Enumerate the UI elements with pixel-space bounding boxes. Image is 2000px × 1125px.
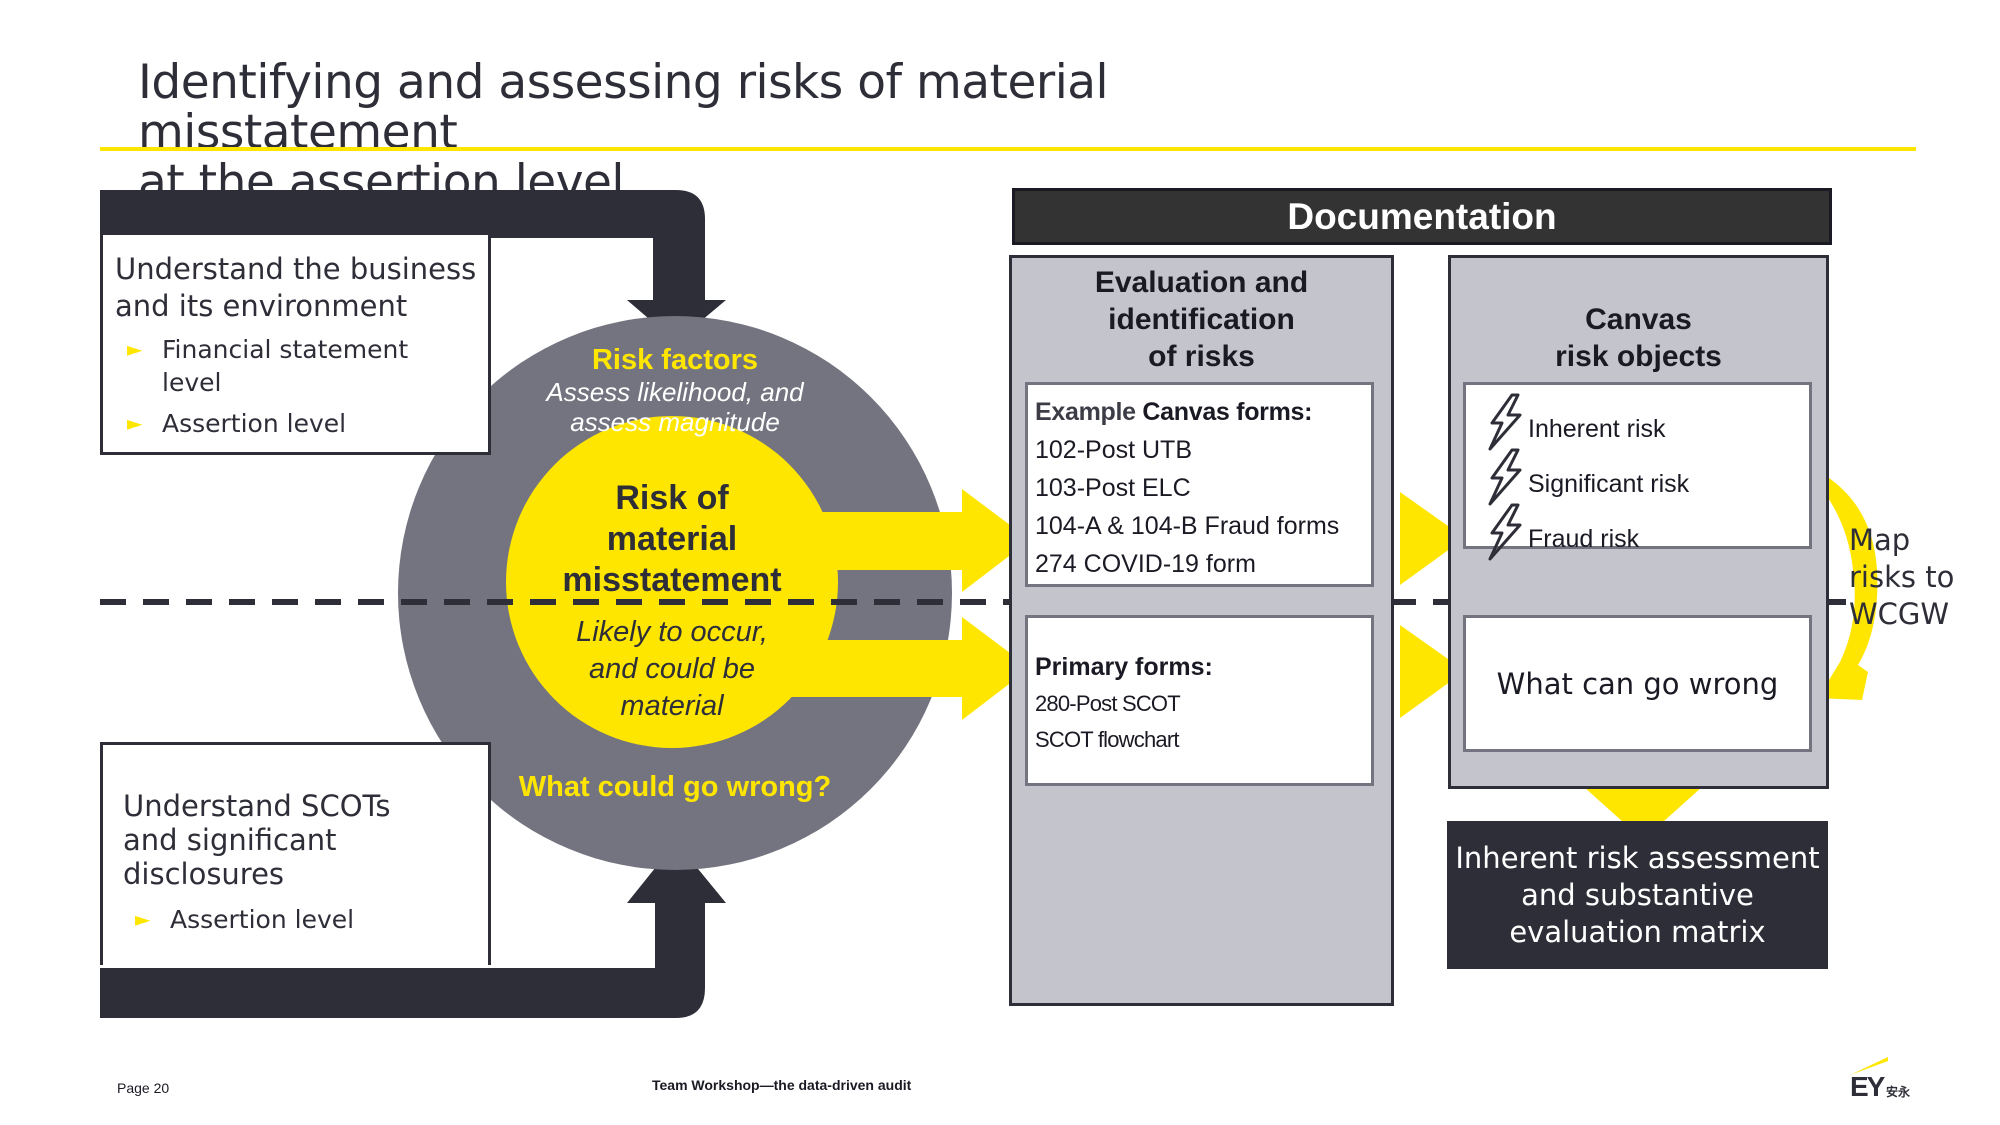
risk-of-misstatement-circle (506, 416, 838, 748)
logo-beam-icon (1850, 1057, 1888, 1075)
understand-scots-box: Understand SCOTs and significant disclos… (100, 742, 491, 965)
list-item: 280-Post SCOT (1035, 691, 1181, 716)
lightning-bolt-icon (1488, 393, 1522, 451)
center-line3: misstatement (562, 561, 782, 599)
significant-risk-label: Significant risk (1528, 470, 1690, 498)
risk-factors-line2: assess magnitude (570, 407, 780, 437)
fraud-risk-label: Fraud risk (1528, 525, 1640, 553)
bottom-flow-arrow (100, 842, 726, 1018)
list-item: 102-Post UTB (1035, 436, 1193, 464)
evaluation-column: Evaluation and identification of risks E… (1009, 255, 1394, 1006)
center-sub-line2: and could be (588, 653, 756, 685)
what-could-go-wrong-label: What could go wrong? (518, 771, 832, 803)
understand-scots-title-line2: and significant (123, 823, 337, 857)
ey-logo: EY 安永 (1848, 1055, 1918, 1103)
inherent-risk-label: Inherent risk (1528, 415, 1666, 443)
primary-forms-heading: Primary forms: (1035, 653, 1213, 681)
lightning-bolts (1488, 393, 1522, 561)
logo-cjk-text: 安永 (1886, 1085, 1911, 1099)
lightning-bolt-icon (1488, 448, 1522, 506)
lightning-bolt-icon (1488, 503, 1522, 561)
what-can-go-wrong-label: What can go wrong (1496, 666, 1779, 701)
list-item: ►Assertion level (135, 905, 355, 934)
understand-scots-list: ►Assertion level (123, 903, 488, 936)
list-item: 104-A & 104-B Fraud forms (1035, 512, 1340, 540)
example-forms-box: Example Canvas forms: 102-Post UTB 103-P… (1025, 382, 1374, 587)
understand-business-title-line2: and its environment (115, 289, 408, 323)
page-title: Identifying and assessing risks of mater… (138, 58, 1438, 208)
center-line1: Risk of (615, 479, 729, 517)
chevron-lower-icon (1400, 625, 1465, 718)
risk-factors-line1: Assess likelihood, and (546, 377, 804, 407)
logo-text: EY (1850, 1071, 1885, 1102)
understand-scots-title-line1: Understand SCOTs (123, 789, 391, 823)
footer-center-text: Team Workshop—the data-driven audit (652, 1077, 912, 1093)
understand-scots-title-line3: disclosures (123, 857, 285, 891)
evaluation-column-title: Evaluation and identification of risks (1094, 266, 1309, 373)
risk-factors-heading: Risk factors (591, 344, 758, 376)
bullet-arrow-icon: ► (135, 907, 151, 931)
list-item: 103-Post ELC (1035, 474, 1191, 502)
list-item: SCOT flowchart (1035, 727, 1179, 752)
canvas-column-title: Canvas risk objects (1555, 303, 1722, 373)
center-sub-line1: Likely to occur, (576, 616, 768, 648)
lower-flow-arrow (790, 617, 1030, 720)
upper-flow-arrow (790, 489, 1030, 592)
center-line2: material (606, 520, 738, 558)
canvas-column: Canvas risk objects Inherent risk Signif… (1448, 255, 1829, 789)
list-item: ►Assertion level (127, 409, 347, 438)
understand-business-list: ►Financial statement level ►Assertion le… (115, 333, 488, 440)
bullet-arrow-icon: ► (127, 337, 143, 361)
risk-objects-box: Inherent risk Significant risk Fraud ris… (1463, 382, 1812, 561)
likely-to-occur-label: Likely to occur, and could be material (522, 614, 822, 725)
documentation-header: Documentation (1012, 188, 1832, 245)
top-flow-arrow (100, 190, 726, 342)
chevron-upper-icon (1400, 492, 1465, 585)
risk-factors-label: Risk factors Assess likelihood, and asse… (475, 343, 875, 437)
list-item: ►Financial statement level (127, 335, 409, 397)
what-can-go-wrong-box: What can go wrong (1463, 615, 1812, 752)
primary-forms-box: Primary forms: 280-Post SCOT SCOT flowch… (1025, 615, 1374, 786)
understand-business-title-line1: Understand the business (115, 252, 477, 286)
center-sub-line3: material (620, 690, 724, 722)
list-item: 274 COVID-19 form (1035, 550, 1256, 578)
evaluation-matrix-box: Inherent risk assessment and substantive… (1447, 821, 1828, 969)
risk-of-misstatement-label: Risk of material misstatement (522, 478, 822, 601)
example-forms-heading: Example Canvas forms: (1035, 398, 1313, 426)
curved-arrow-icon (1792, 459, 1878, 700)
title-underline (100, 147, 1916, 151)
page-number: Page 20 (117, 1080, 170, 1096)
bullet-arrow-icon: ► (127, 411, 143, 435)
understand-business-box: Understand the business and its environm… (100, 235, 491, 455)
page-title-line1: Identifying and assessing risks of mater… (138, 55, 1109, 160)
map-risks-label: Map risks to WCGW (1849, 523, 1955, 631)
